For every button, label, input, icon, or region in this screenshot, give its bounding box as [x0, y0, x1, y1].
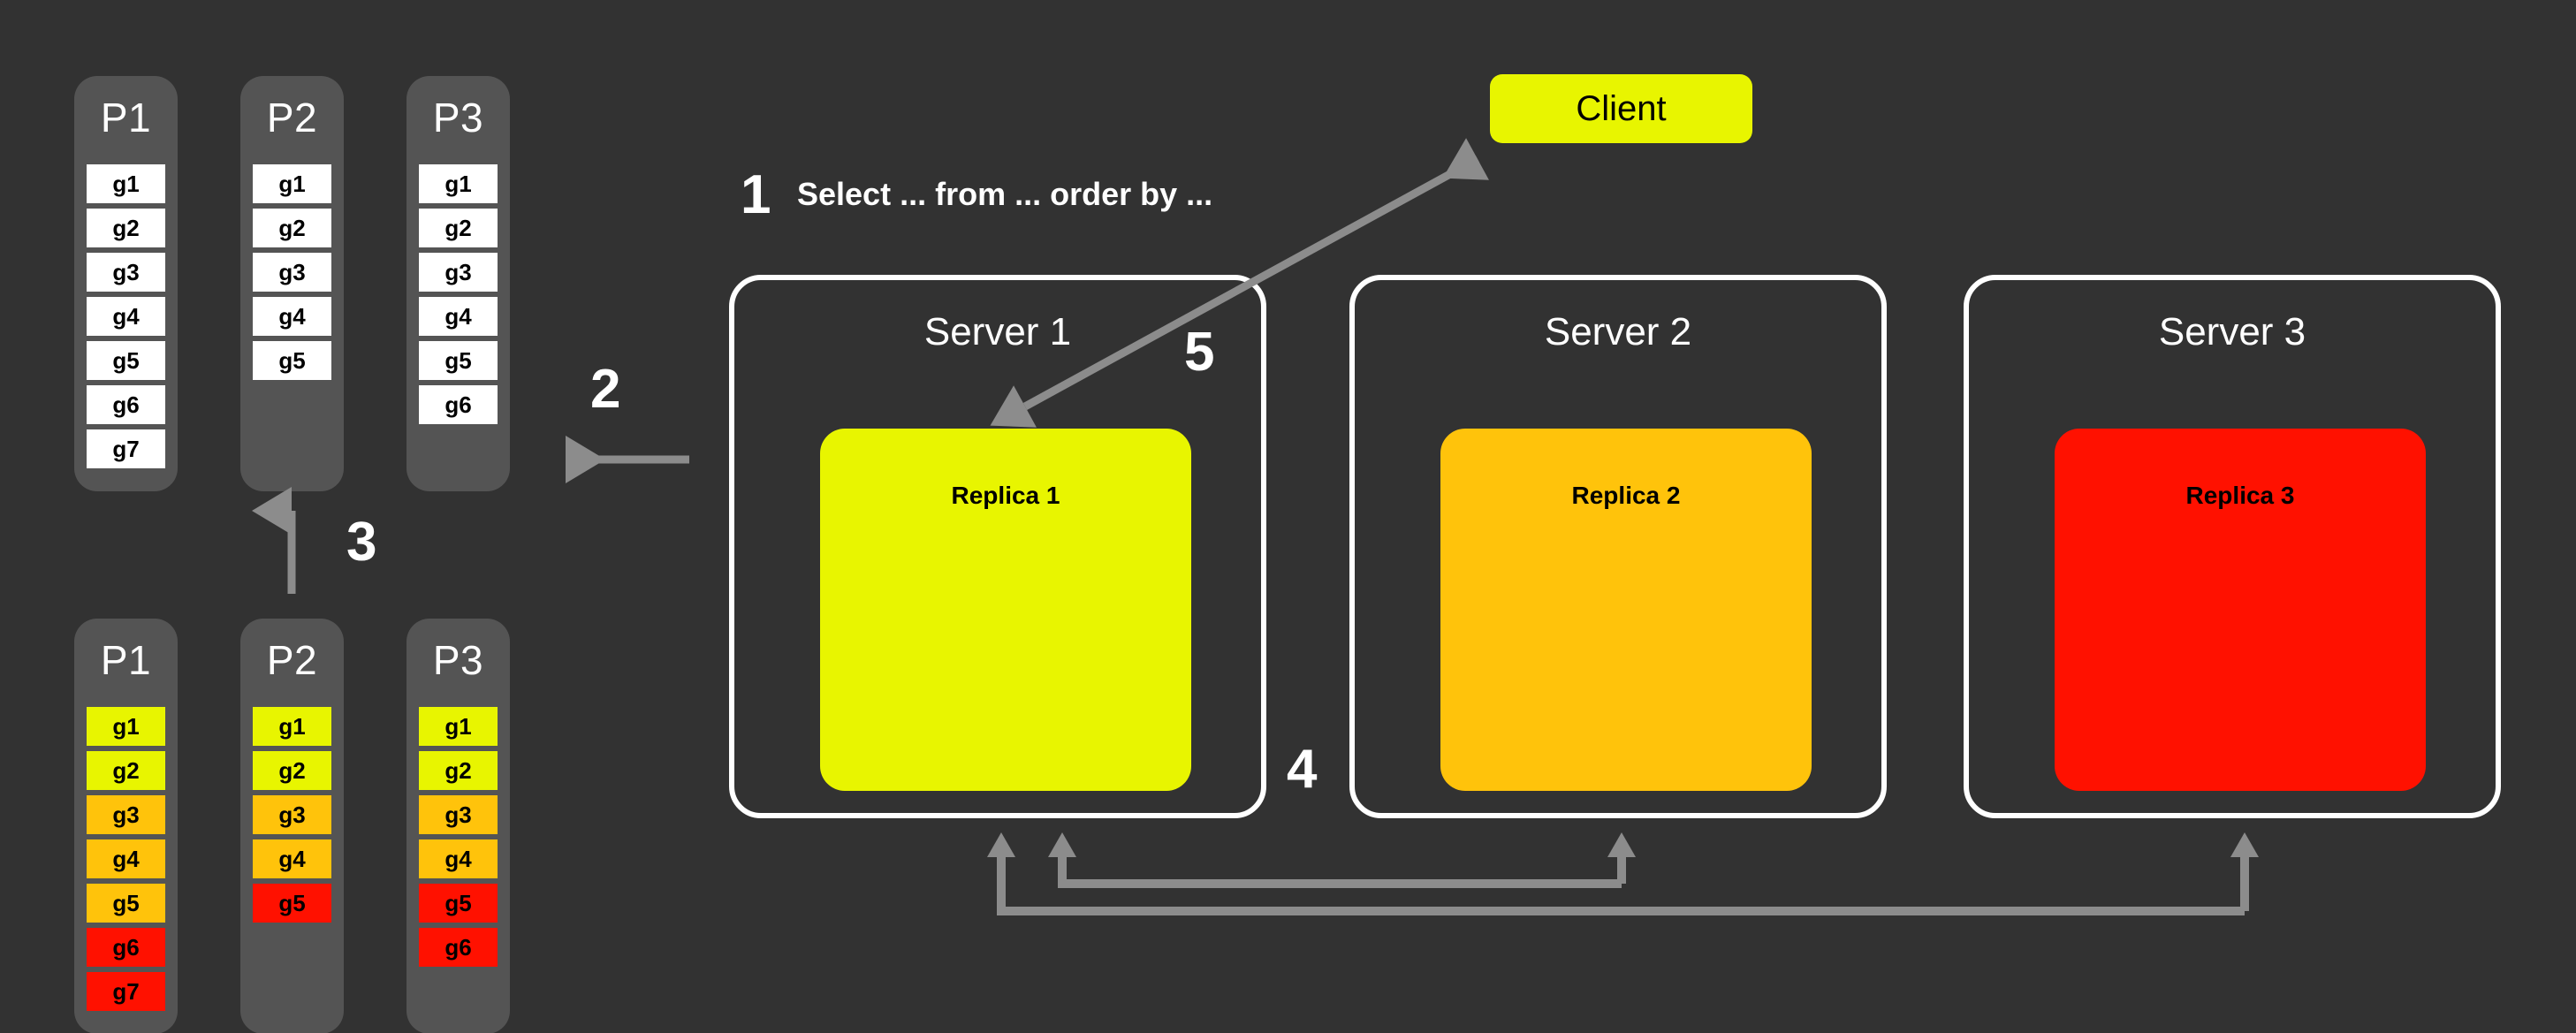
step-number-4: 4 [1287, 739, 1318, 800]
partition-cell: g7 [87, 972, 165, 1011]
partition-cell: g2 [253, 751, 331, 790]
cell-stack: g1 g2 g3 g4 g5 [253, 707, 331, 928]
cell-stack: g1 g2 g3 g4 g5 g6 g7 [87, 164, 165, 474]
server-title: Server 1 [923, 310, 1072, 353]
partition-cell: g5 [419, 884, 498, 923]
partition-cell: g6 [87, 928, 165, 967]
partition-title: P1 [100, 637, 152, 683]
partition-cell: g7 [87, 429, 165, 468]
partition-cell: g1 [253, 164, 331, 203]
partition-column-p1-before: P1 g1 g2 g3 g4 g5 g6 g7 [74, 76, 178, 491]
replica-box-3[interactable]: Replica 3 [2055, 429, 2426, 791]
partition-title: P3 [432, 637, 484, 683]
partition-cell: g3 [87, 253, 165, 292]
partition-cell: g2 [419, 751, 498, 790]
partition-cell: g6 [419, 385, 498, 424]
client-box[interactable]: Client [1490, 74, 1752, 143]
partition-column-p3-after: P3 g1 g2 g3 g4 g5 g6 [407, 619, 510, 1033]
server-box-2: Server 2 Replica 2 [1349, 275, 1887, 818]
partition-cell: g3 [419, 795, 498, 834]
replica-box-1[interactable]: Replica 1 [820, 429, 1191, 791]
partition-title: P2 [266, 95, 318, 141]
partition-cell: g4 [253, 839, 331, 878]
partition-title: P3 [432, 95, 484, 141]
partition-cell: g3 [87, 795, 165, 834]
partition-cell: g5 [87, 884, 165, 923]
partition-cell: g2 [253, 209, 331, 247]
partition-cell: g4 [253, 297, 331, 336]
replica-box-2[interactable]: Replica 2 [1440, 429, 1812, 791]
partition-cell: g4 [419, 839, 498, 878]
partition-cell: g2 [87, 751, 165, 790]
partition-cell: g1 [253, 707, 331, 746]
partition-cell: g2 [419, 209, 498, 247]
partition-cell: g3 [253, 253, 331, 292]
cell-stack: g1 g2 g3 g4 g5 g6 g7 [87, 707, 165, 1016]
query-label: Select ... from ... order by ... [797, 176, 1213, 212]
partition-cell: g4 [87, 297, 165, 336]
partition-cell: g4 [87, 839, 165, 878]
partition-cell: g1 [87, 164, 165, 203]
partition-title: P1 [100, 95, 152, 141]
partition-cell: g6 [419, 928, 498, 967]
replica-label: Replica 2 [1571, 482, 1681, 509]
partition-cell: g1 [419, 707, 498, 746]
server-title: Server 3 [2158, 310, 2306, 353]
partition-cell: g6 [87, 385, 165, 424]
partition-cell: g5 [87, 341, 165, 380]
arrow-step-4-outer-icon [987, 832, 2259, 915]
partition-cell: g3 [253, 795, 331, 834]
cell-stack: g1 g2 g3 g4 g5 g6 [419, 707, 498, 972]
partition-cell: g5 [419, 341, 498, 380]
partition-cell: g2 [87, 209, 165, 247]
server-title: Server 2 [1544, 310, 1692, 353]
partition-column-p1-after: P1 g1 g2 g3 g4 g5 g6 g7 [74, 619, 178, 1033]
server-box-3: Server 3 Replica 3 [1964, 275, 2501, 818]
partition-cell: g1 [419, 164, 498, 203]
replica-label: Replica 1 [951, 482, 1060, 509]
partition-cell: g5 [253, 884, 331, 923]
replica-label: Replica 3 [2185, 482, 2295, 509]
client-label: Client [1576, 88, 1667, 128]
partition-cell: g1 [87, 707, 165, 746]
partition-cell: g3 [419, 253, 498, 292]
step-number-2: 2 [590, 359, 621, 420]
step-number-5: 5 [1184, 322, 1215, 383]
partition-title: P2 [266, 637, 318, 683]
partition-column-p2-before: P2 g1 g2 g3 g4 g5 [240, 76, 344, 491]
step-number-1: 1 [741, 164, 771, 225]
partition-column-p3-before: P3 g1 g2 g3 g4 g5 g6 [407, 76, 510, 491]
cell-stack: g1 g2 g3 g4 g5 [253, 164, 331, 385]
step-number-3: 3 [346, 512, 377, 573]
partition-column-p2-after: P2 g1 g2 g3 g4 g5 [240, 619, 344, 1033]
cell-stack: g1 g2 g3 g4 g5 g6 [419, 164, 498, 429]
partition-cell: g5 [253, 341, 331, 380]
partition-cell: g4 [419, 297, 498, 336]
arrow-step-4-inner-icon [1048, 832, 1636, 888]
